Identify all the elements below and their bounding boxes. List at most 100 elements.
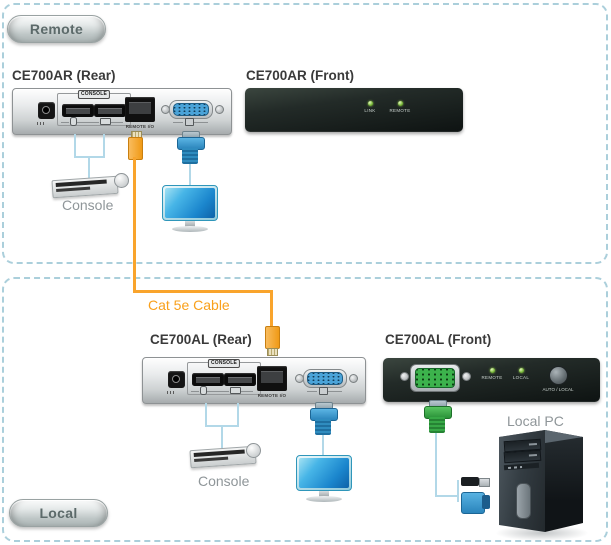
bracket-line xyxy=(307,391,317,392)
remote-io-port xyxy=(125,97,155,122)
led-label: LINK xyxy=(364,108,376,113)
ce700ar-front-title: CE700AR (Front) xyxy=(246,68,355,83)
local-monitor xyxy=(294,455,354,502)
vga-connector xyxy=(310,402,338,436)
usb-port-1 xyxy=(62,104,94,117)
power-label-icon xyxy=(37,122,46,125)
bracket-line xyxy=(61,122,69,123)
local-tag: Local xyxy=(9,499,108,527)
cat5e-cable xyxy=(270,290,273,326)
power-jack xyxy=(38,102,55,119)
auto-local-button xyxy=(549,366,568,385)
led-icon xyxy=(397,101,403,106)
keyboard-icon xyxy=(230,387,241,394)
vga-connector-boot xyxy=(315,419,331,435)
power-jack xyxy=(168,371,185,388)
monitor-frame xyxy=(296,455,352,491)
auto-local-label: AUTO / LOCAL xyxy=(542,387,574,392)
remote-tag-label: Remote xyxy=(29,21,84,37)
keyboard-icon xyxy=(100,118,111,125)
rj45-plug-tip xyxy=(267,348,278,356)
usb-port-2 xyxy=(94,104,126,117)
monitor-screen xyxy=(299,458,349,488)
cat5e-cable xyxy=(133,157,136,292)
bracket-line xyxy=(191,391,199,392)
monitor-base xyxy=(172,226,208,232)
local-pc-tower xyxy=(493,425,593,545)
console-port-group: CONSOLE xyxy=(187,359,261,395)
usb-port-1 xyxy=(192,373,224,386)
monitor-line xyxy=(322,435,324,456)
remote-monitor xyxy=(160,185,220,232)
vga-plug-face xyxy=(482,495,490,509)
usb-plug xyxy=(461,477,479,486)
remote-console-group xyxy=(48,170,132,200)
ce700al-rear-device: CONSOLE REMOTE I/O xyxy=(142,357,366,404)
console-line xyxy=(103,134,105,157)
local-tag-label: Local xyxy=(39,505,78,521)
bracket-line xyxy=(194,122,208,123)
screw-icon xyxy=(349,374,358,383)
local-pc-caption: Local PC xyxy=(507,413,564,429)
power-label-icon xyxy=(167,391,176,394)
pc-side-panel xyxy=(545,430,583,532)
local-vga-port xyxy=(410,364,460,392)
usb-plug-tip xyxy=(479,478,490,487)
monitor-screen xyxy=(165,188,215,218)
remote-tag: Remote xyxy=(7,15,106,43)
pc-shadow xyxy=(495,525,589,541)
pc-cable-line xyxy=(435,495,459,497)
local-console-caption: Console xyxy=(198,473,250,489)
vga-port-pins xyxy=(307,372,343,385)
console-line xyxy=(74,134,76,157)
local-vga-port-pins xyxy=(415,368,455,388)
screw-icon xyxy=(215,105,224,114)
led-label: LOCAL xyxy=(512,375,530,380)
vga-port xyxy=(169,100,213,119)
console-line xyxy=(221,425,223,448)
remote-io-label: REMOTE I/O xyxy=(257,393,287,398)
ce700al-front-title: CE700AL (Front) xyxy=(385,332,492,347)
local-section-box xyxy=(2,277,608,542)
monitor-line xyxy=(189,164,191,186)
vga-port xyxy=(303,369,347,388)
pc-cable-line xyxy=(457,480,459,502)
ce700al-front-device: REMOTE LOCAL AUTO / LOCAL xyxy=(383,358,600,402)
pc-front-handle xyxy=(516,483,531,519)
console-port-label: CONSOLE xyxy=(77,90,111,99)
mouse-icon xyxy=(200,386,207,395)
bracket-line xyxy=(207,391,229,392)
mouse-icon xyxy=(70,117,77,126)
mouse-icon xyxy=(114,173,129,188)
local-console-group xyxy=(182,440,266,470)
console-line xyxy=(88,156,90,178)
led-icon xyxy=(489,368,495,373)
bracket-line xyxy=(328,391,342,392)
led-icon xyxy=(518,368,524,373)
console-line xyxy=(237,403,239,426)
bracket-line xyxy=(173,122,183,123)
ce700al-rear-title: CE700AL (Rear) xyxy=(150,332,252,347)
led-icon xyxy=(367,101,373,106)
console-port-label: CONSOLE xyxy=(207,359,241,368)
remote-led: REMOTE xyxy=(477,368,507,380)
led-label: REMOTE xyxy=(389,108,411,113)
usb-port-2 xyxy=(224,373,256,386)
console-port-group: CONSOLE xyxy=(57,90,131,126)
bracket-line xyxy=(111,122,123,123)
screw-icon xyxy=(400,372,409,381)
bracket-line xyxy=(77,122,99,123)
ce700ar-rear-title: CE700AR (Rear) xyxy=(12,68,116,83)
pc-cable-line xyxy=(435,433,437,497)
monitor-icon xyxy=(185,118,194,126)
monitor-stand xyxy=(185,221,195,227)
cat5e-cable xyxy=(133,290,273,293)
mouse-icon xyxy=(246,443,261,458)
ce700ar-rear-device: CONSOLE REMOTE I/O xyxy=(12,88,232,135)
led-label: REMOTE xyxy=(481,375,503,380)
screw-icon xyxy=(462,372,471,381)
remote-console-caption: Console xyxy=(62,197,114,213)
remote-section-box xyxy=(2,3,608,264)
link-led: LINK xyxy=(355,101,385,113)
